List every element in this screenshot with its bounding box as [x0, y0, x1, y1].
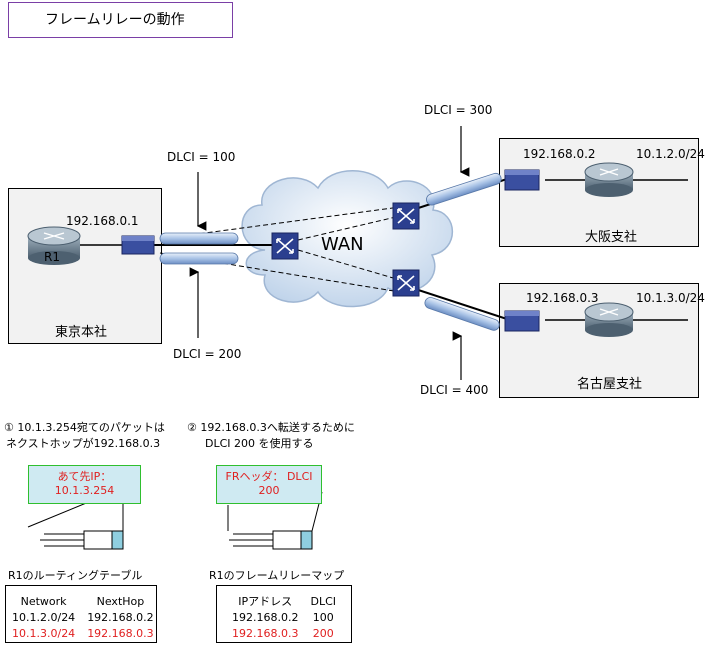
router-r1	[27, 226, 81, 265]
map-table-header: IPアドレス	[238, 595, 293, 608]
table-cell: 192.168.0.2	[87, 611, 154, 624]
dsu-osaka	[504, 169, 540, 191]
osaka-site-name: 大阪支社	[585, 230, 638, 245]
nagoya-site-name: 名古屋支社	[577, 377, 643, 392]
nagoya-lan-label: 10.1.3.0/24	[636, 291, 705, 305]
router-osaka	[584, 162, 634, 197]
pvc-tube-300	[426, 172, 502, 206]
dsu-tokyo	[121, 235, 155, 255]
frame-illustration-1	[27, 491, 124, 550]
router-nagoya	[584, 302, 634, 337]
step2-caption-line1: ② 192.168.0.3へ転送するために	[187, 421, 355, 434]
fr-switch-top	[392, 202, 420, 230]
fr-switch-bottom	[392, 269, 420, 297]
step2-header-line2: 200	[258, 484, 280, 497]
routing-table-header: Network	[20, 595, 67, 608]
osaka-lan-label: 10.1.2.0/24	[636, 147, 705, 161]
site-box-nagoya	[499, 283, 699, 398]
table-row-highlighted: 10.1.3.0/24 192.168.0.3	[6, 626, 160, 642]
table-cell: 10.1.3.0/24	[12, 627, 76, 640]
frame-relay-map-table: IPアドレス DLCI 192.168.0.2 100 192.168.0.3 …	[216, 585, 352, 643]
step1-header-line1: あて先IP：	[57, 470, 112, 483]
site-box-tokyo	[8, 188, 162, 344]
step2-header-line1: FRヘッダ： DLCI	[225, 470, 313, 483]
table-cell: 200	[312, 627, 334, 640]
dlci-300-label: DLCI = 300	[424, 103, 493, 117]
table-cell: 192.168.0.3	[87, 627, 154, 640]
fr-switch-left	[271, 232, 299, 260]
wan-label: WAN	[321, 234, 364, 255]
pvc-tube-100	[159, 232, 239, 245]
osaka-ip-label: 192.168.0.2	[523, 147, 596, 161]
table-cell: 192.168.0.3	[231, 627, 299, 640]
routing-table-header: NextHop	[96, 595, 145, 608]
pvc-tube-400	[424, 297, 500, 331]
table-cell: 10.1.2.0/24	[12, 611, 76, 624]
pvc-inner-lower	[297, 249, 401, 281]
step2-caption-line2: DLCI 200 を使用する	[205, 437, 314, 450]
table-cell: 100	[312, 611, 334, 624]
diagram-title: フレームリレーの動作	[8, 2, 233, 38]
step1-caption-line1: ① 10.1.3.254宛てのパケットは	[4, 421, 165, 434]
table-cell: 192.168.0.2	[231, 611, 299, 624]
step1-packet-header: あて先IP： 10.1.3.254	[28, 465, 141, 504]
routing-table-title: R1のルーティングテーブル	[8, 569, 143, 582]
dlci-200-label: DLCI = 200	[173, 347, 242, 361]
routing-table: Network NextHop 10.1.2.0/24 192.168.0.2 …	[5, 585, 157, 643]
table-row: 10.1.2.0/24 192.168.0.2	[6, 610, 160, 626]
dlci-100-label: DLCI = 100	[167, 150, 236, 164]
nagoya-ip-label: 192.168.0.3	[526, 291, 599, 305]
dlci-400-label: DLCI = 400	[420, 383, 489, 397]
step1-header-line2: 10.1.3.254	[54, 484, 115, 497]
pvc-inner-upper	[297, 215, 401, 241]
tokyo-site-name: 東京本社	[55, 325, 108, 340]
table-row-highlighted: 192.168.0.3 200	[226, 626, 342, 642]
table-row: 192.168.0.2 100	[226, 610, 342, 626]
frame-relay-map-title: R1のフレームリレーマップ	[209, 569, 345, 582]
tokyo-ip-label: 192.168.0.1	[66, 214, 139, 228]
step1-caption-line2: ネクストホップが192.168.0.3	[6, 437, 161, 450]
router-r1-label: R1	[44, 250, 60, 264]
dsu-nagoya	[504, 310, 540, 332]
step2-frame-header: FRヘッダ： DLCI 200	[216, 465, 322, 504]
pvc-tube-200	[159, 252, 239, 265]
map-table-header: DLCI	[310, 595, 336, 608]
